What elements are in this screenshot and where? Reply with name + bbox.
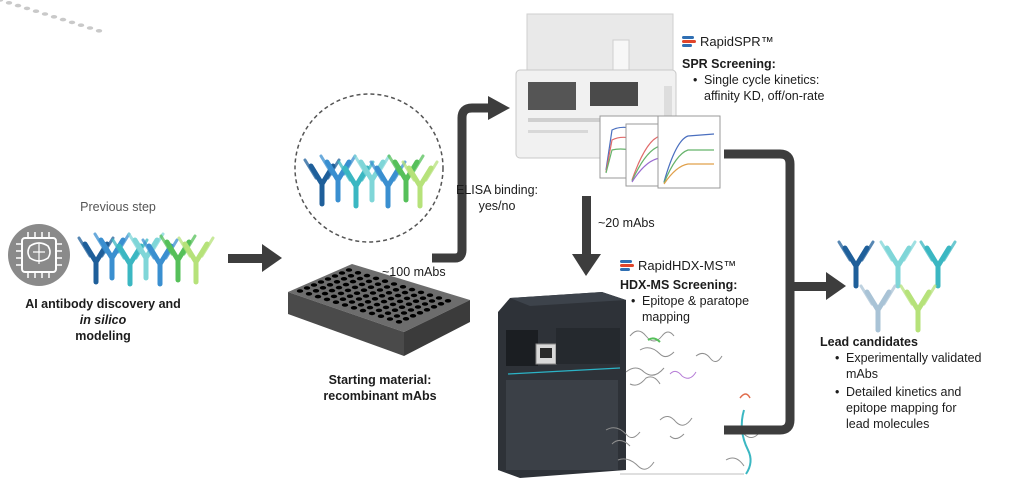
starting-material-line1: Starting material: bbox=[328, 373, 432, 387]
ai-chip-icon bbox=[8, 224, 70, 286]
lead-bullet1-line1: Experimentally validated bbox=[846, 351, 982, 365]
hdx-bullets: Epitope & paratope mapping bbox=[626, 293, 749, 327]
count-100-label: ~100 mAbs bbox=[382, 265, 446, 279]
previous-step-title-line3: modeling bbox=[75, 329, 131, 343]
spr-bullet-line1: Single cycle kinetics: bbox=[704, 73, 820, 87]
lead-bullet1-line2: mAbs bbox=[846, 367, 878, 381]
lead-bullet: Detailed kinetics and epitope mapping fo… bbox=[835, 384, 1024, 432]
elisa-label-line2: yes/no bbox=[478, 199, 516, 213]
arrow-to-lead bbox=[724, 149, 846, 435]
spr-logo-icon bbox=[682, 36, 696, 47]
lead-bullet: Experimentally validated mAbs bbox=[835, 350, 1024, 382]
lead-bullets: Experimentally validated mAbs Detailed k… bbox=[830, 350, 1024, 434]
previous-step-title: AI antibody discovery and in silico mode… bbox=[0, 296, 206, 344]
lead-bullet2-line1: Detailed kinetics and bbox=[846, 385, 962, 399]
spr-bullet: Single cycle kinetics: affinity KD, off/… bbox=[693, 72, 825, 104]
lead-heading: Lead candidates bbox=[820, 335, 918, 349]
lead-candidate-antibodies bbox=[839, 242, 955, 330]
protein-structure-images bbox=[605, 330, 761, 475]
previous-step-title-line2: in silico bbox=[79, 313, 127, 327]
hdx-bullet-line2: mapping bbox=[642, 310, 690, 324]
hdx-brand-name: RapidHDX-MS™ bbox=[638, 258, 737, 273]
lead-bullet2-line3: lead molecules bbox=[846, 417, 930, 431]
arrow-to-spr bbox=[432, 96, 510, 263]
hdx-bullet-line1: Epitope & paratope bbox=[642, 294, 750, 308]
elisa-label-line1: ELISA binding: bbox=[455, 183, 538, 197]
dashed-circle-antibodies bbox=[294, 93, 444, 243]
spr-heading: SPR Screening: bbox=[682, 57, 776, 71]
count-20-label: ~20 mAbs bbox=[598, 216, 655, 230]
hdx-logo-icon bbox=[620, 260, 634, 271]
previous-step-heading: Previous step bbox=[80, 200, 156, 214]
arrow-to-starting-material bbox=[228, 244, 282, 272]
hdx-heading: HDX-MS Screening: bbox=[620, 278, 738, 292]
sensorgram-plots bbox=[599, 115, 721, 189]
spr-instrument-image bbox=[515, 13, 677, 159]
previous-step-antibodies bbox=[79, 234, 213, 284]
hdx-instrument-image bbox=[498, 292, 626, 478]
elisa-label: ELISA binding: yes/no bbox=[442, 182, 552, 214]
well-plate-image bbox=[0, 0, 470, 356]
starting-material-line2: recombinant mAbs bbox=[323, 389, 437, 403]
starting-material-caption: Starting material: recombinant mAbs bbox=[300, 372, 460, 404]
hdx-bullet: Epitope & paratope mapping bbox=[631, 293, 750, 325]
lead-bullet2-line2: epitope mapping for bbox=[846, 401, 957, 415]
spr-bullets: Single cycle kinetics: affinity KD, off/… bbox=[688, 72, 824, 106]
spr-brand-name: RapidSPR™ bbox=[700, 34, 774, 49]
arrow-to-hdx bbox=[572, 196, 601, 276]
previous-step-title-line1: AI antibody discovery and bbox=[25, 297, 181, 311]
spr-bullet-line2: affinity KD, off/on-rate bbox=[704, 89, 825, 103]
